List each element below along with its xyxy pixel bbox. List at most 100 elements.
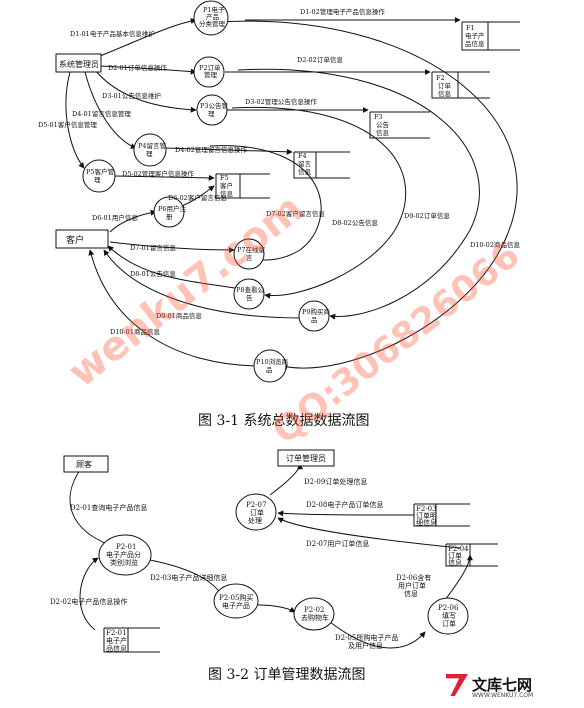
logo-subtext: WWW.WENKU7.COM (472, 692, 534, 699)
flow-d2-02: D2-02订单信息 (297, 55, 343, 64)
f3-l3: 信息 (376, 128, 390, 137)
f203-l3: 细信息 (416, 518, 437, 527)
p5-l2: 理 (94, 176, 101, 184)
p4-l1: P4留言管 (138, 141, 167, 150)
external-customer (55, 229, 109, 249)
f203-l1: F2-03 (416, 505, 437, 513)
flow-d2-02-fig2: D2-02电子产品信息操作 (50, 597, 127, 606)
flow-d5-02: D5-02管理客户信息操作 (122, 169, 194, 178)
flow-d3-01: D3-01公告信息维护 (102, 91, 161, 100)
flow-d8-02: D8-02公告信息 (332, 218, 378, 227)
flow-d9-01: D9-01商品信息 (156, 311, 202, 320)
site-logo: 文库七网 WWW.WENKU7.COM (446, 674, 576, 702)
p3-l1: P3公告管 (200, 101, 229, 110)
flow-d2-01: D2-01订单信息操作 (108, 63, 167, 72)
flow-d10-01: D10-01商品信息 (110, 327, 160, 336)
p7-l2: 言 (246, 253, 253, 262)
p206-l3: 订单 (442, 619, 456, 628)
p202-l1: P2-02 (304, 606, 324, 614)
p202-l2: 去购物车 (301, 613, 329, 622)
flow-d2-05b-fig2: 及用户信息 (348, 641, 383, 650)
p207-l2: 订单 (250, 508, 264, 517)
flow-d1-01: D1-01电子产品基本信息维护 (70, 29, 155, 38)
p1-l1: P1电子 (203, 5, 225, 14)
external-manager (277, 449, 335, 467)
f201-l2: 电子产 (106, 636, 127, 645)
flow-d5-01: D5-01客户信息管理 (38, 120, 97, 129)
flow-d2-03-fig2: D2-03电子产品详细信息 (150, 573, 227, 582)
figure-3-2-caption: 图 3-2 订单管理数据流图 (208, 667, 366, 683)
f204-l2: 订单 (448, 551, 462, 560)
p207-l3: 处理 (248, 516, 262, 525)
logo-mark-icon (446, 674, 468, 696)
p2-l2: 管理 (204, 70, 218, 79)
flow-d2-01-fig2: D2-01查询电子产品信息 (70, 503, 147, 512)
f5-l1: F5 (220, 174, 229, 182)
f3-l1: F3 (374, 113, 383, 121)
flow-d6-01: D6-01用户信息 (92, 213, 138, 222)
p8-l1: P8查看公 (236, 285, 265, 294)
p9-l1: P9购买商 (302, 307, 331, 316)
f1-l1: F1 (466, 24, 475, 32)
f203-l2: 订单明 (416, 511, 437, 520)
external-admin (55, 53, 102, 73)
p2-l1: P2订单 (199, 63, 221, 72)
f5-l2: 客户 (220, 181, 233, 190)
processes-fig2 (98, 493, 469, 635)
p6-l2: 册 (166, 213, 173, 221)
flow-d3-02: D3-02管理公告信息操作 (245, 97, 317, 106)
logo-text: 文库七网 (472, 676, 533, 694)
flow-d4-02: D4-02管理留言信息操作 (175, 145, 247, 154)
f5-l3: 信息 (220, 189, 234, 198)
p207-l1: P2-07 (246, 501, 266, 509)
figure-3-1-caption: 图 3-1 系统总数据数据流图 (198, 413, 370, 429)
flow-d4-01: D4-01留言信息管理 (72, 109, 131, 118)
p205-l1: P2-05购买 (219, 593, 253, 602)
flow-d2-05-fig2: D2-05所购电子产品 (335, 633, 398, 642)
p3-l2: 理 (208, 110, 215, 118)
f1-l3: 品信息 (465, 39, 485, 48)
processes-fig1 (82, 0, 330, 383)
p9-l2: 品 (311, 316, 318, 324)
p10-l2: 品 (266, 366, 273, 374)
f3-l2: 公告 (376, 120, 390, 129)
f204-l3: 信息 (448, 558, 462, 567)
figure-3-1 (65, 17, 518, 370)
p206-l1: P2-06 (438, 604, 459, 612)
f1-l2: 电子产 (465, 31, 485, 40)
p205-l2: 电子产品 (222, 601, 250, 610)
f2-l3: 信息 (438, 89, 452, 98)
f2-l2: 订单 (438, 81, 452, 90)
fig2-customer-label: 顾客 (76, 459, 92, 469)
flow-d7-01: D7-01留言信息 (130, 243, 176, 252)
p8-l2: 告 (246, 293, 253, 302)
flow-d2-06-fig2: D2-06含有 (396, 573, 431, 582)
flow-d1-02: D1-02管理电子产品信息操作 (300, 7, 385, 16)
p7-l1: P7在线留 (237, 245, 265, 254)
flow-d2-08-fig2: D2-08电子产品订单信息 (306, 500, 383, 509)
f204-l1: F2-04 (448, 545, 469, 553)
f4-l3: 信息 (298, 167, 312, 176)
f4-l1: F4 (298, 152, 307, 160)
p6-l1: P6用户注 (158, 204, 187, 213)
flow-d8-01: D8-01公告信息 (130, 269, 176, 278)
flow-d6-02: D6-02客户留言信息 (168, 193, 227, 202)
p201-l1: P2-01 (116, 543, 136, 551)
f2-l1: F2 (436, 74, 445, 82)
customer-label: 客户 (66, 234, 84, 246)
external-customer-fig2 (63, 455, 109, 473)
p10-l1: P10浏览商 (256, 357, 289, 366)
flow-d2-06b-fig2: 用户订单 (398, 581, 426, 590)
flow-d7-02: D7-02客户留言信息 (266, 209, 325, 218)
flow-d2-07-fig2: D2-07用户订单信息 (306, 539, 369, 548)
flow-d2-09-fig2: D2-09订单处理信息 (304, 477, 367, 486)
f201-l1: F2-01 (106, 629, 127, 637)
p5-l1: P5客户管 (86, 167, 115, 176)
f4-l2: 留言 (298, 159, 312, 168)
p4-l2: 理 (146, 150, 153, 158)
p1-l2: 产品 (206, 12, 219, 21)
admin-label: 系统管理员 (59, 59, 99, 69)
p206-l2: 填写 (442, 611, 456, 620)
p1-l3: 分类管理 (199, 19, 226, 28)
